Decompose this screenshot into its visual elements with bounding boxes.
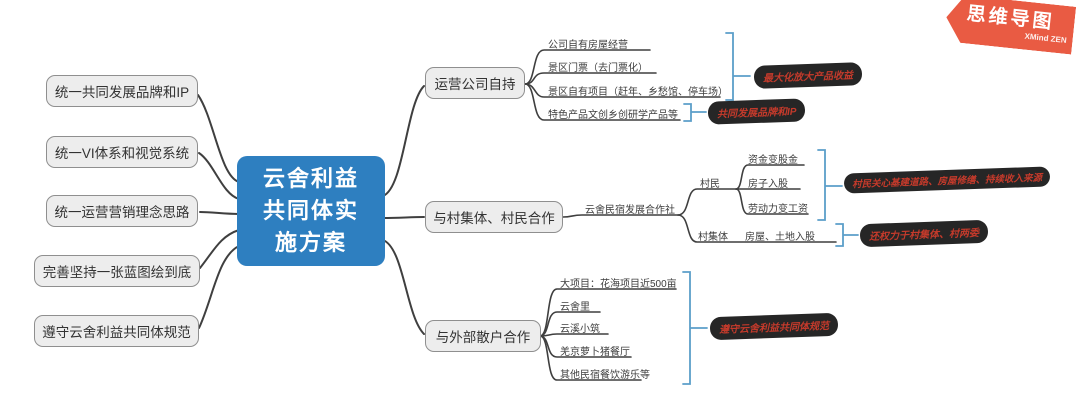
leaf-yunxi-xiaozhu[interactable]: 云溪小筑 xyxy=(560,324,600,335)
left-topic-rules[interactable]: 遵守云舍利益共同体规范 xyxy=(34,315,199,347)
summary-callout-follow-rules[interactable]: 遵守云舍利益共同体规范 xyxy=(709,312,839,341)
branch-self-operate[interactable]: 运营公司自持 xyxy=(425,67,525,99)
branch-external[interactable]: 与外部散户合作 xyxy=(425,320,541,352)
left-topic-blueprint[interactable]: 完善坚持一张蓝图绘到底 xyxy=(34,255,200,287)
leaf-house-to-shares[interactable]: 房子入股 xyxy=(748,179,788,190)
main-branch-lines xyxy=(197,85,425,335)
leaf-labor-to-wages[interactable]: 劳动力变工资 xyxy=(748,204,808,215)
leaf-other-homestays[interactable]: 其他民宿餐饮游乐等 xyxy=(560,370,650,381)
leaf-company-housing[interactable]: 公司自有房屋经营 xyxy=(548,40,628,51)
leaf-special-products[interactable]: 特色产品文创乡创研学产品等 xyxy=(548,110,678,121)
leaf-homestay-cooperative[interactable]: 云舍民宿发展合作社 xyxy=(585,205,675,216)
leaf-village-collective[interactable]: 村集体 xyxy=(698,232,728,243)
leaf-villagers[interactable]: 村民 xyxy=(700,179,720,190)
leaf-flower-sea-project[interactable]: 大项目：花海项目近500亩 xyxy=(560,279,677,290)
leaf-yunsheli[interactable]: 云舍里 xyxy=(560,302,590,313)
summary-callout-brand-ip[interactable]: 共同发展品牌和IP xyxy=(707,98,806,125)
summary-callout-product-revenue[interactable]: 最大化放大产品收益 xyxy=(753,62,863,89)
summary-brackets xyxy=(682,32,859,385)
leaf-restaurant[interactable]: 羌京萝卜猪餐厅 xyxy=(560,347,630,358)
branch-village-coop[interactable]: 与村集体、村民合作 xyxy=(425,201,563,233)
central-topic[interactable]: 云舍利益共同体实施方案 xyxy=(237,156,385,266)
child-topic-lines xyxy=(524,49,837,381)
left-topic-marketing[interactable]: 统一运营营销理念思路 xyxy=(46,195,198,227)
leaf-house-land-shares[interactable]: 房屋、土地入股 xyxy=(745,232,815,243)
left-topic-brand-ip[interactable]: 统一共同发展品牌和IP xyxy=(46,75,198,107)
left-topic-vi-system[interactable]: 统一VI体系和视觉系统 xyxy=(46,136,198,168)
leaf-tickets[interactable]: 景区门票（去门票化） xyxy=(548,63,648,74)
leaf-fund-to-shares[interactable]: 资金变股金 xyxy=(748,155,798,166)
leaf-own-projects[interactable]: 景区自有项目（赶年、乡愁馆、停车场） xyxy=(548,87,728,98)
summary-callout-return-power[interactable]: 还权力于村集体、村两委 xyxy=(859,219,989,248)
